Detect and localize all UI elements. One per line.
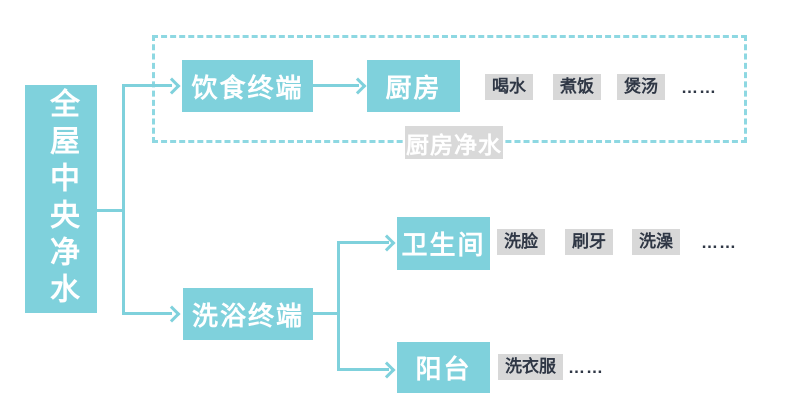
ellipsis-balcony: …… — [568, 358, 604, 377]
connector-root-stub — [97, 209, 123, 212]
node-balcony: 阳台 — [397, 342, 490, 393]
kitchen-group-label: 厨房净水 — [405, 126, 503, 159]
tag-cook-rice: 煮饭 — [553, 74, 601, 101]
tag-make-soup: 煲汤 — [617, 74, 665, 101]
arrowhead-bath-icon — [163, 305, 181, 323]
connector-to-bathroom — [337, 241, 389, 244]
arrowhead-bathroom-icon — [378, 234, 396, 252]
node-bath-terminal: 洗浴终端 — [183, 288, 313, 340]
ellipsis-bathroom: …… — [701, 233, 737, 252]
node-whole-house-purification: 全屋中央净水 — [25, 85, 97, 313]
ellipsis-kitchen: …… — [681, 78, 717, 97]
connector-bath-stub — [313, 312, 339, 315]
connector-to-bath-terminal — [122, 312, 172, 315]
connector-bath-vertical — [337, 242, 340, 371]
connector-to-kitchen — [313, 84, 359, 87]
arrowhead-balcony-icon — [378, 361, 396, 379]
tag-wash-clothes: 洗衣服 — [498, 354, 563, 381]
tag-bathe: 洗澡 — [632, 229, 680, 256]
node-kitchen: 厨房 — [367, 60, 460, 112]
tag-wash-face: 洗脸 — [497, 229, 545, 256]
tag-drink-water: 喝水 — [485, 74, 533, 101]
connector-to-drinking-terminal — [122, 84, 172, 87]
node-drinking-terminal: 饮食终端 — [182, 60, 313, 112]
node-bathroom: 卫生间 — [397, 217, 490, 270]
tag-brush-teeth: 刷牙 — [565, 229, 613, 256]
connector-root-vertical — [122, 85, 125, 315]
connector-to-balcony — [337, 368, 389, 371]
